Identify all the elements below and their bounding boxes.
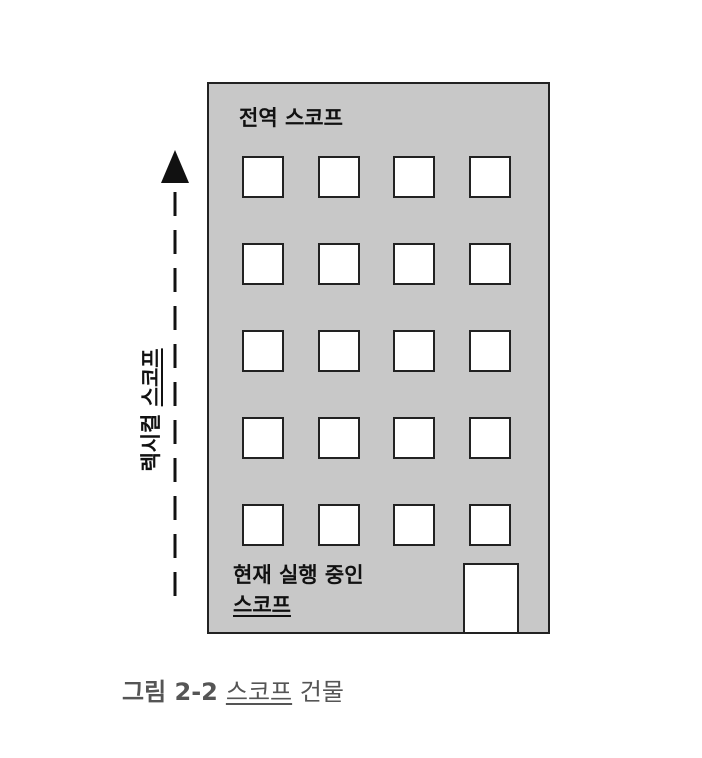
lexical-scope-word2: 스코프: [139, 348, 163, 407]
lexical-scope-label: 렉시컬 스코프: [135, 348, 165, 471]
building-window: [393, 504, 435, 546]
building-window: [393, 156, 435, 198]
building-window: [318, 330, 360, 372]
caption-underlined-word: 스코프: [225, 678, 293, 706]
building-window: [469, 417, 511, 459]
building-window: [393, 330, 435, 372]
building-window: [242, 156, 284, 198]
building-window: [242, 330, 284, 372]
building-window: [242, 504, 284, 546]
building-window: [393, 243, 435, 285]
current-scope-label-line2: 스코프: [233, 593, 291, 617]
arrow-head: [161, 150, 189, 183]
building-window: [469, 243, 511, 285]
lexical-scope-arrow: [161, 150, 189, 602]
lexical-scope-word1: 렉시컬: [139, 413, 163, 472]
current-scope-label-line1: 현재 실행 중인: [233, 563, 364, 587]
building-window: [318, 243, 360, 285]
building-window: [469, 156, 511, 198]
building-door: [463, 563, 519, 634]
building-window: [318, 504, 360, 546]
global-scope-label: 전역 스코프: [239, 106, 343, 130]
building-window: [318, 417, 360, 459]
building-window: [469, 504, 511, 546]
building-window: [318, 156, 360, 198]
caption-number: 그림 2-2: [122, 678, 218, 706]
building-window: [242, 417, 284, 459]
building-window: [393, 417, 435, 459]
building: 전역 스코프 현재 실행 중인 스코프: [207, 82, 550, 634]
building-window: [469, 330, 511, 372]
caption-rest: 건물: [299, 678, 344, 706]
current-scope-label: 현재 실행 중인 스코프: [233, 560, 364, 620]
building-window: [242, 243, 284, 285]
